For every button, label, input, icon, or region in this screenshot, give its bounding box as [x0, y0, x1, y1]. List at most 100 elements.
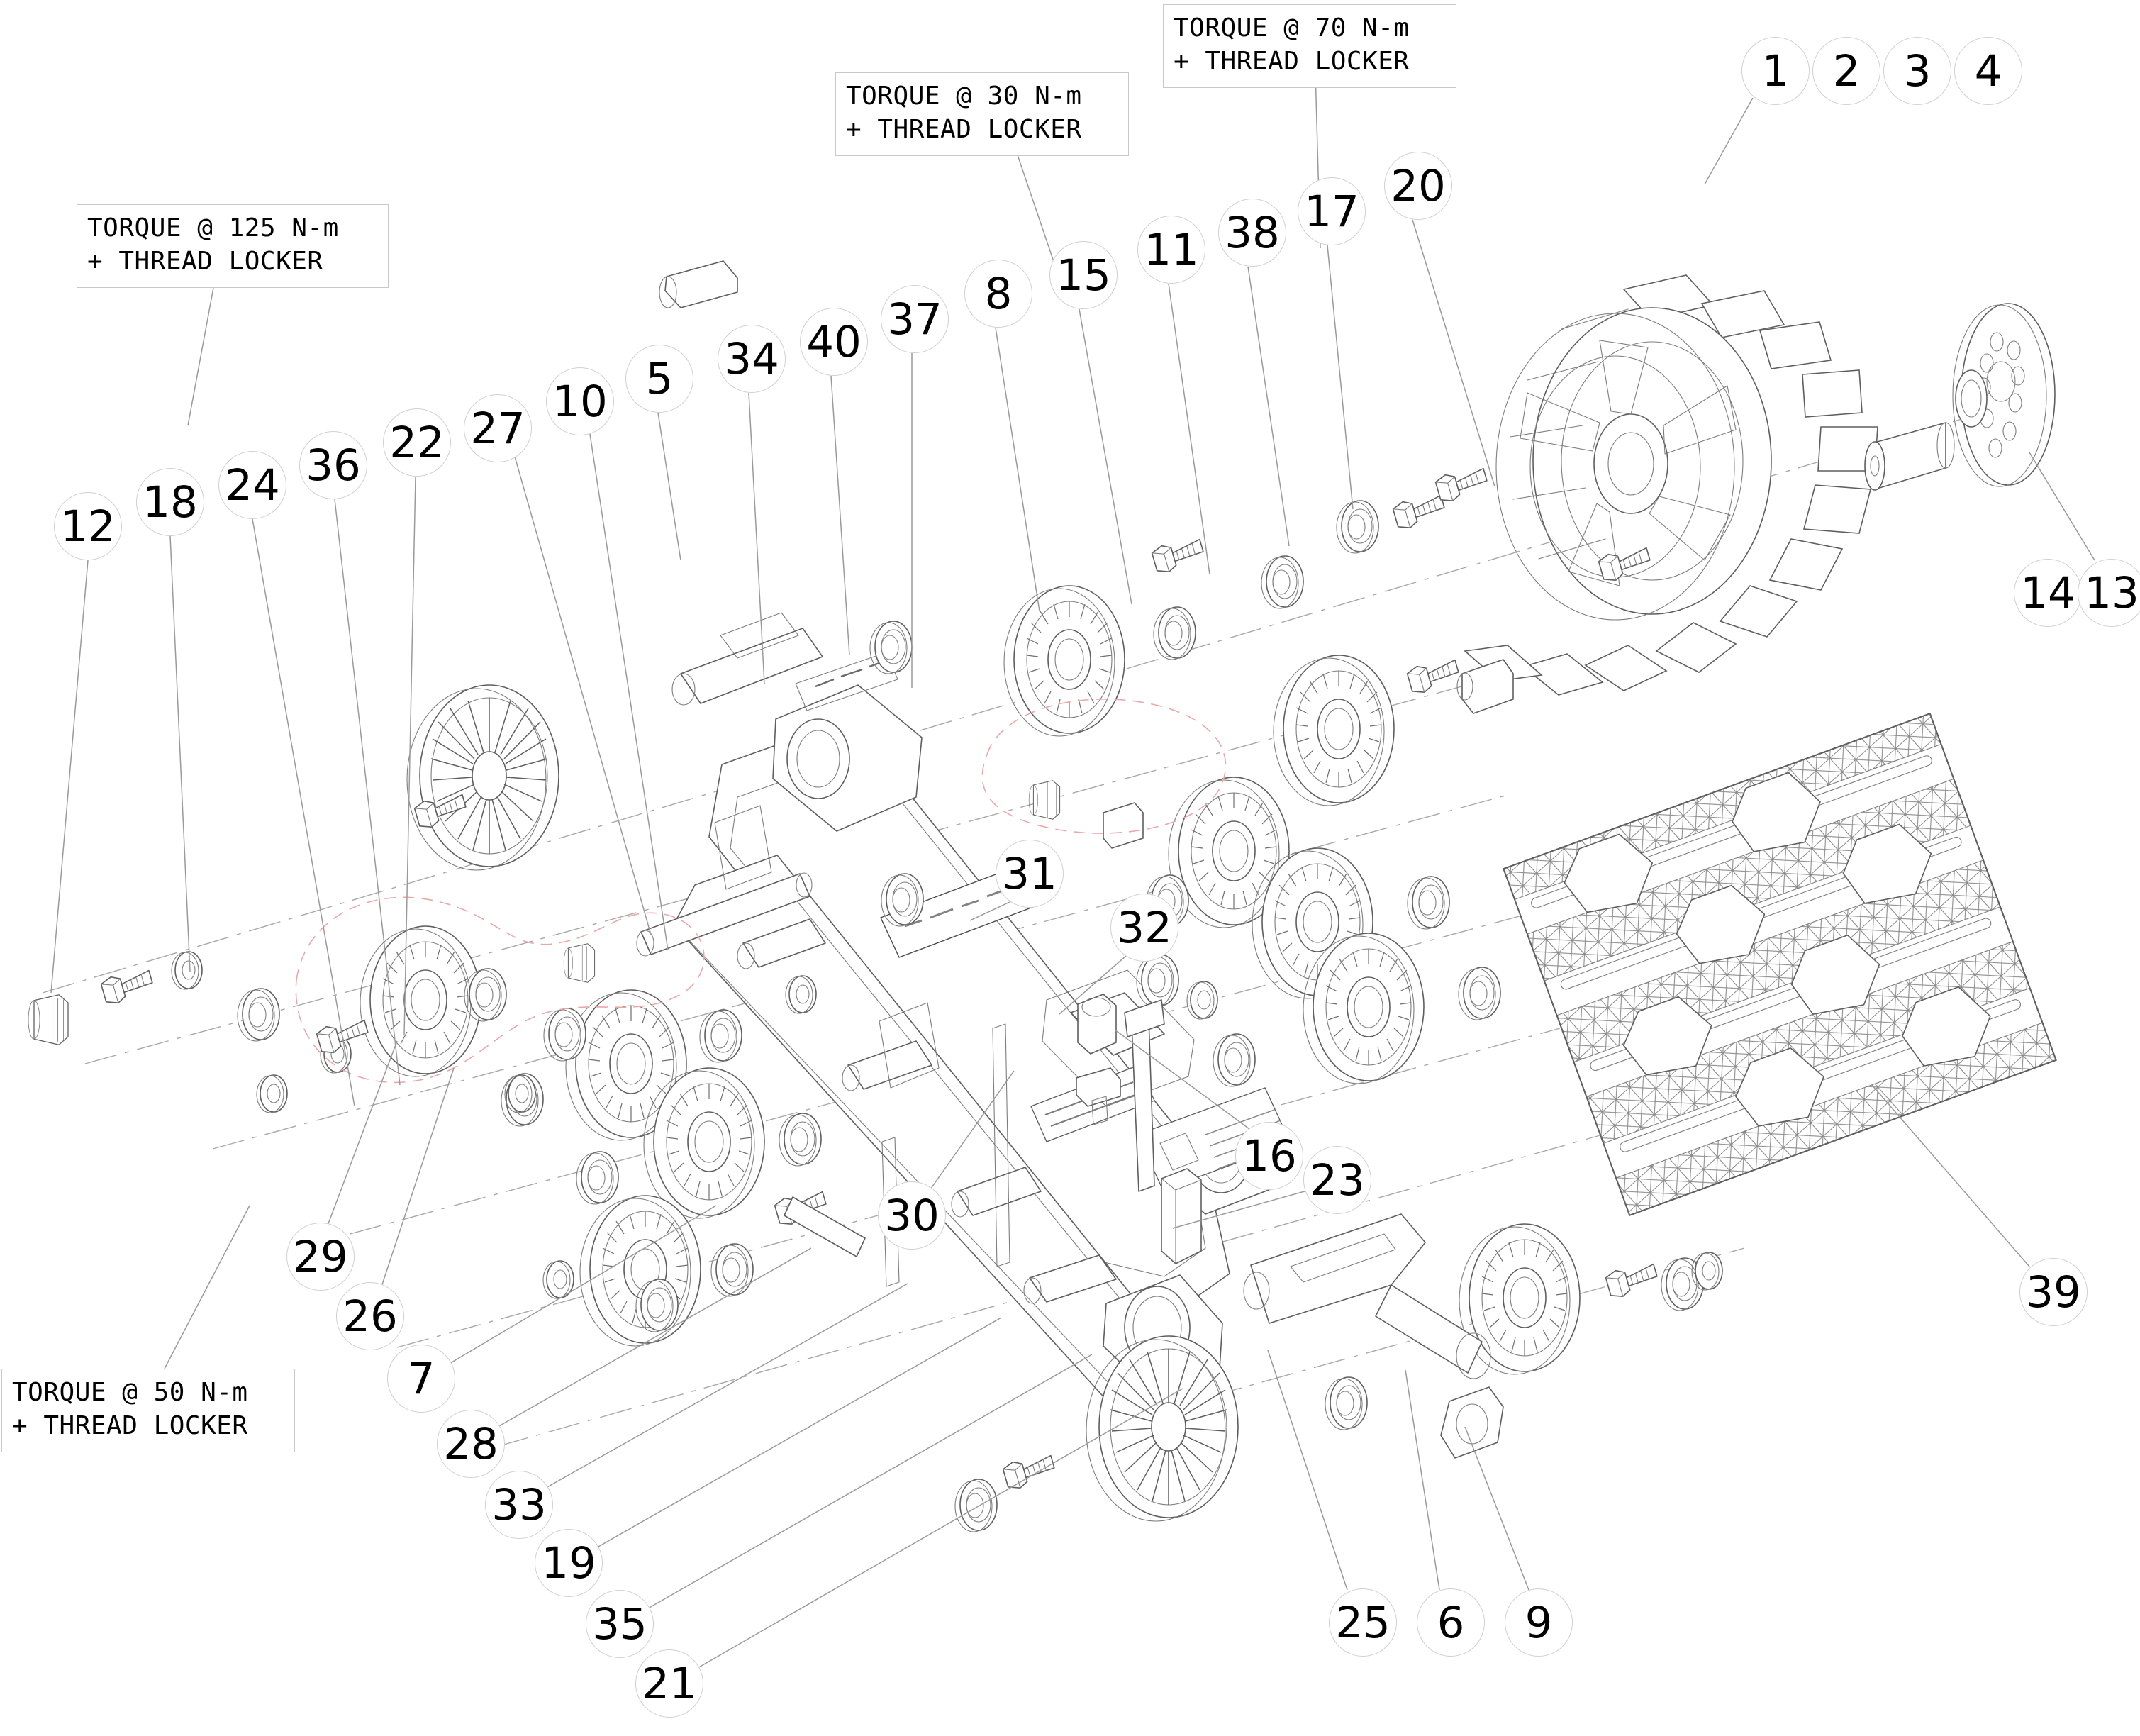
balloon-callout-23[interactable]: 23: [1303, 1146, 1371, 1214]
leader-line-balloon-34: [748, 392, 765, 684]
leader-line-balloon-27: [514, 456, 652, 935]
balloon-callout-30[interactable]: 30: [878, 1181, 946, 1250]
balloon-callout-13[interactable]: 13: [2078, 559, 2140, 627]
leader-line-balloon-15: [1079, 308, 1132, 605]
torque-note-line-2: + THREAD LOCKER: [846, 114, 1082, 144]
leader-line-note-50: [164, 1205, 250, 1369]
balloon-callout-2[interactable]: 2: [1812, 37, 1880, 105]
pin-and-spacer-parts: [636, 659, 1514, 1459]
balloon-callout-28[interactable]: 28: [437, 1410, 505, 1478]
torque-note-note-30: TORQUE @ 30 N-m + THREAD LOCKER: [835, 72, 1129, 156]
torque-note-line-1: TORQUE @ 70 N-m: [1174, 13, 1410, 43]
leader-line-balloon-21: [697, 1388, 1183, 1669]
balloon-callout-36[interactable]: 36: [299, 431, 367, 499]
balloon-callout-29[interactable]: 29: [286, 1223, 355, 1291]
leader-line-balloon-24: [252, 518, 355, 1107]
leader-line-balloon-18: [169, 535, 191, 972]
balloon-number: 39: [2026, 1267, 2081, 1318]
leader-line-balloon-5: [657, 412, 681, 561]
balloon-callout-8[interactable]: 8: [964, 260, 1032, 328]
balloon-number: 32: [1117, 902, 1172, 953]
balloon-callout-17[interactable]: 17: [1298, 177, 1366, 245]
torque-note-note-70: TORQUE @ 70 N-m+ THREAD LOCKER: [1163, 4, 1456, 88]
balloon-callout-6[interactable]: 6: [1417, 1588, 1485, 1657]
balloon-number: 1: [1761, 45, 1790, 96]
balloon-number: 31: [1002, 848, 1057, 899]
balloon-callout-15[interactable]: 15: [1049, 241, 1118, 309]
balloon-number: 10: [552, 376, 608, 427]
leader-line-note-125: [187, 272, 217, 426]
leader-line-balloon-30: [928, 1070, 1015, 1192]
balloon-callout-25[interactable]: 25: [1329, 1588, 1397, 1657]
balloon-callout-4[interactable]: 4: [1954, 37, 2022, 105]
leader-line-balloon-12: [50, 560, 89, 994]
balloon-callout-14[interactable]: 14: [2014, 559, 2082, 627]
balloon-callout-26[interactable]: 26: [336, 1282, 404, 1350]
balloon-callout-20[interactable]: 20: [1384, 152, 1452, 220]
balloon-callout-22[interactable]: 22: [383, 408, 451, 477]
balloon-callout-12[interactable]: 12: [54, 492, 122, 560]
balloon-number: 4: [1974, 45, 2002, 96]
balloon-callout-34[interactable]: 34: [718, 325, 786, 393]
balloon-number: 21: [642, 1658, 697, 1709]
balloon-number: 40: [806, 316, 862, 367]
torque-note-line-1: TORQUE @ 125 N-m: [87, 213, 339, 243]
balloon-callout-38[interactable]: 38: [1218, 199, 1286, 267]
fastener-set: [99, 463, 1661, 1492]
torque-note-line-2: + THREAD LOCKER: [12, 1410, 248, 1440]
balloon-callout-16[interactable]: 16: [1235, 1122, 1303, 1190]
balloon-number: 23: [1310, 1154, 1365, 1206]
idler-wheel-left: [406, 684, 559, 871]
balloon-callout-5[interactable]: 5: [625, 345, 693, 413]
balloon-callout-24[interactable]: 24: [218, 451, 286, 519]
balloon-callout-7[interactable]: 7: [387, 1345, 455, 1413]
balloon-callout-32[interactable]: 32: [1110, 894, 1178, 962]
balloon-callout-11[interactable]: 11: [1137, 216, 1205, 284]
balloon-callout-40[interactable]: 40: [800, 308, 868, 376]
balloon-number: 19: [541, 1537, 596, 1588]
balloon-callout-27[interactable]: 27: [464, 394, 532, 462]
hidden-detail-highlight: [295, 699, 1227, 1084]
leader-line-balloon-8: [995, 327, 1040, 612]
balloon-callout-9[interactable]: 9: [1505, 1588, 1573, 1657]
balloon-number: 29: [293, 1231, 348, 1282]
balloon-callout-3[interactable]: 3: [1883, 37, 1951, 105]
end-cap-set: [28, 260, 1061, 1045]
balloon-number: 12: [60, 501, 116, 552]
leader-line-balloon-19: [596, 1317, 1002, 1548]
balloon-number: 38: [1225, 207, 1280, 258]
torque-note-line-2: + THREAD LOCKER: [87, 246, 323, 276]
balloon-number: 22: [389, 417, 445, 468]
leader-line-balloon-36: [334, 499, 401, 1086]
leader-line-balloon-1: [1704, 97, 1754, 185]
rubber-track-pad: [1503, 712, 2057, 1217]
leader-line-balloon-35: [647, 1354, 1093, 1609]
balloon-callout-19[interactable]: 19: [535, 1529, 603, 1597]
balloon-number: 16: [1242, 1130, 1297, 1181]
balloon-number: 34: [724, 333, 779, 384]
balloon-number: 17: [1304, 186, 1359, 237]
balloon-number: 37: [887, 294, 942, 345]
balloon-number: 2: [1832, 45, 1861, 96]
balloon-callout-35[interactable]: 35: [586, 1590, 654, 1658]
balloon-callout-1[interactable]: 1: [1741, 37, 1810, 105]
balloon-callout-31[interactable]: 31: [996, 840, 1064, 908]
leader-line-balloon-25: [1267, 1350, 1348, 1591]
balloon-callout-18[interactable]: 18: [136, 468, 204, 536]
balloon-number: 30: [884, 1190, 940, 1241]
leader-line-balloon-40: [830, 375, 850, 656]
balloon-callout-37[interactable]: 37: [881, 285, 949, 353]
leader-line-balloon-17: [1327, 245, 1354, 510]
leader-line-balloon-7: [447, 1205, 717, 1365]
balloon-callout-33[interactable]: 33: [485, 1471, 553, 1539]
balloon-number: 3: [1903, 45, 1932, 96]
torque-note-line-1: TORQUE @ 30 N-m: [846, 82, 1082, 111]
balloon-number: 35: [592, 1598, 647, 1649]
balloon-number: 14: [2020, 567, 2075, 618]
balloon-callout-21[interactable]: 21: [635, 1649, 703, 1718]
balloon-callout-10[interactable]: 10: [546, 367, 614, 435]
balloon-number: 26: [342, 1291, 398, 1342]
balloon-callout-39[interactable]: 39: [2019, 1258, 2088, 1326]
